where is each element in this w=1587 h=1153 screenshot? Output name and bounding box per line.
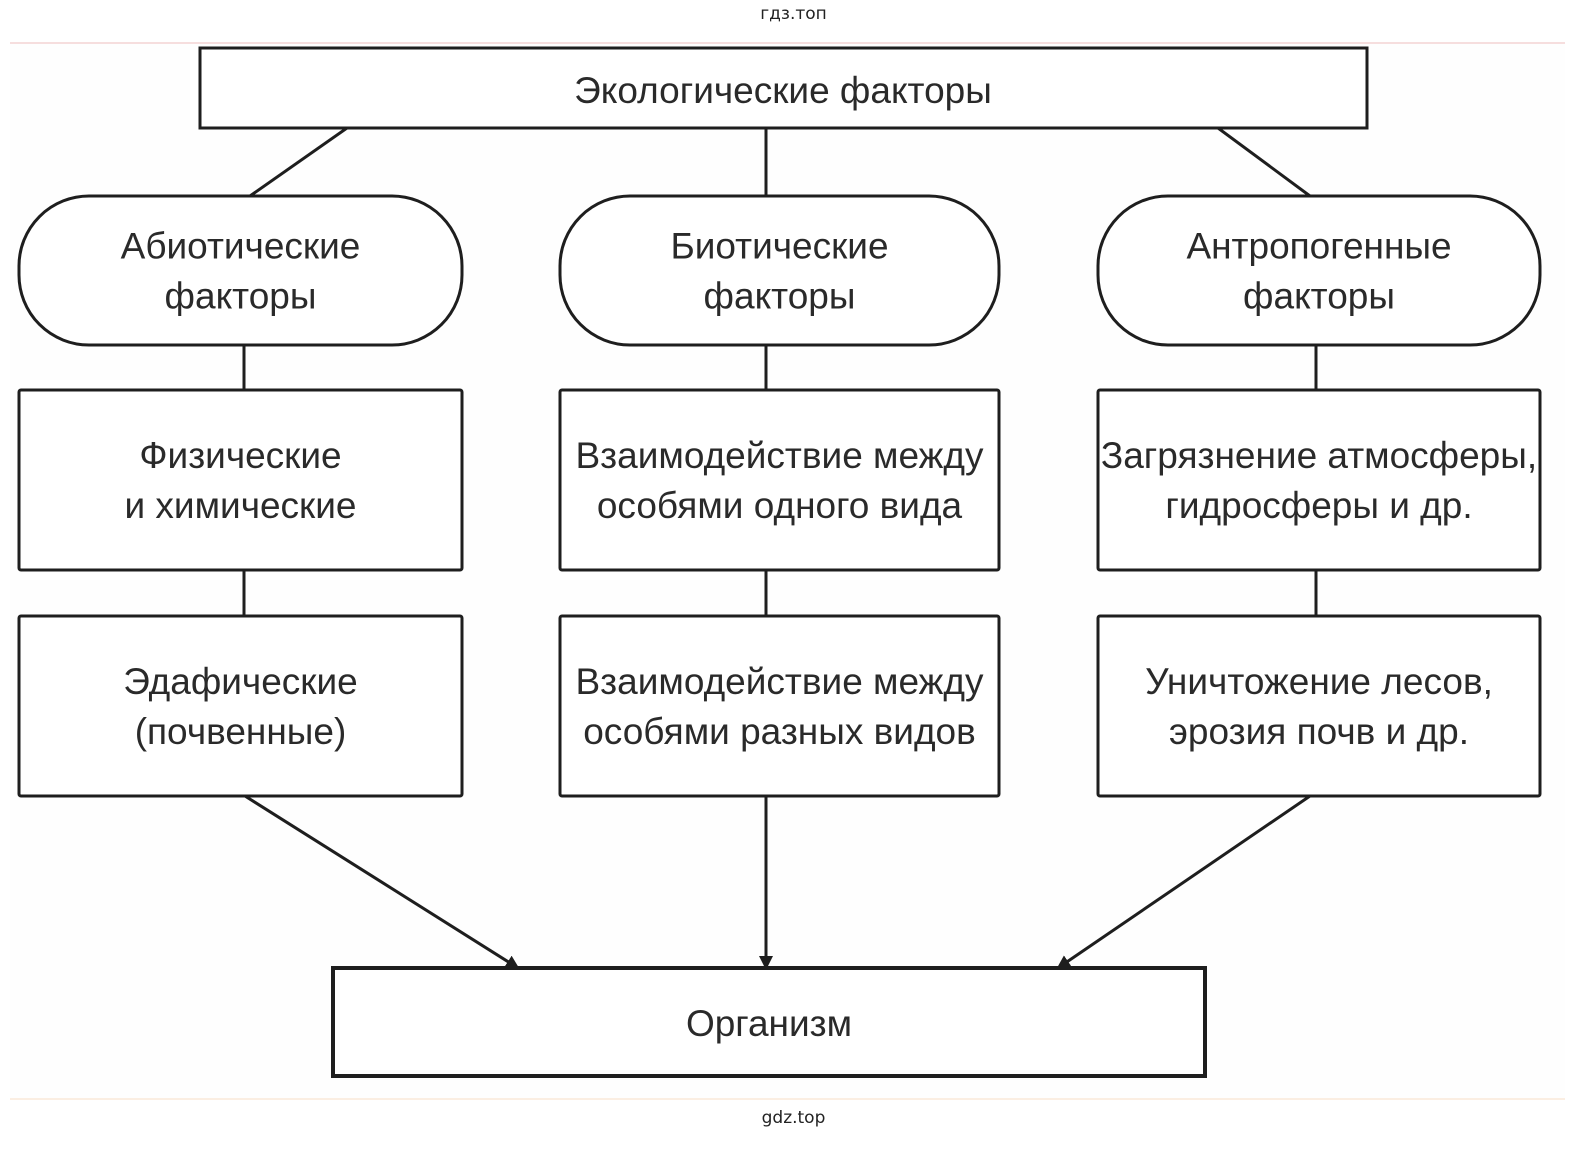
target-node-label: Организм bbox=[686, 1003, 852, 1044]
item-anthropogenic-2-label: Уничтожение лесов, bbox=[1145, 661, 1493, 702]
item-anthropogenic-1-shape bbox=[1096, 388, 1542, 572]
item-abiotic-1-label: Физические bbox=[139, 435, 341, 476]
item-abiotic-2-label: Эдафические bbox=[123, 661, 357, 702]
item-abiotic-2: Эдафические (почвенные) bbox=[17, 614, 464, 798]
item-biotic-1-label: особями одного вида bbox=[597, 485, 963, 526]
item-biotic-2: Взаимодействие между особями разных видов bbox=[558, 614, 1001, 798]
category-abiotic-label: факторы bbox=[165, 276, 317, 317]
target-node: Организм bbox=[331, 966, 1207, 1078]
item-biotic-1-shape bbox=[558, 388, 1001, 572]
category-anthropogenic: Антропогенные факторы bbox=[1096, 194, 1542, 347]
category-anthropogenic-label: Антропогенные bbox=[1186, 226, 1451, 267]
category-biotic-shape bbox=[558, 194, 1001, 347]
category-abiotic: Абиотические факторы bbox=[17, 194, 464, 347]
item-anthropogenic-1: Загрязнение атмосферы, гидросферы и др. bbox=[1096, 388, 1542, 572]
item-abiotic-2-label: (почвенные) bbox=[135, 711, 347, 752]
category-anthropogenic-label: факторы bbox=[1243, 276, 1395, 317]
watermark-bottom: gdz.top bbox=[761, 1108, 826, 1128]
item-abiotic-1-shape bbox=[17, 388, 464, 572]
root-node-shape bbox=[198, 46, 1369, 130]
item-anthropogenic-2-label: эрозия почв и др. bbox=[1169, 711, 1469, 752]
item-anthropogenic-2-shape bbox=[1096, 614, 1542, 798]
category-biotic-label: факторы bbox=[704, 276, 856, 317]
item-anthropogenic-1-label: Загрязнение атмосферы, bbox=[1101, 435, 1537, 476]
arrow-abiotic-to-organism bbox=[244, 794, 520, 970]
connector-root-to-anthropogenic bbox=[1217, 126, 1311, 198]
item-abiotic-1: Физические и химические bbox=[17, 388, 464, 572]
target-node-shape bbox=[331, 966, 1207, 1078]
category-abiotic-label: Абиотические bbox=[121, 226, 361, 267]
watermark-top: гдз.топ bbox=[760, 4, 827, 24]
category-anthropogenic-shape bbox=[1096, 194, 1542, 347]
item-biotic-1-label: Взаимодействие между bbox=[576, 435, 984, 476]
item-biotic-2-label: Взаимодействие между bbox=[576, 661, 984, 702]
root-node: Экологические факторы bbox=[198, 46, 1369, 130]
item-anthropogenic-2: Уничтожение лесов, эрозия почв и др. bbox=[1096, 614, 1542, 798]
item-biotic-2-shape bbox=[558, 614, 1001, 798]
item-biotic-2-label: особями разных видов bbox=[583, 711, 976, 752]
item-biotic-1: Взаимодействие между особями одного вида bbox=[558, 388, 1001, 572]
category-abiotic-shape bbox=[17, 194, 464, 347]
category-biotic-label: Биотические bbox=[670, 226, 888, 267]
item-abiotic-1-label: и химические bbox=[124, 485, 356, 526]
arrow-anthropogenic-to-organism bbox=[1056, 794, 1311, 970]
connector-root-to-abiotic bbox=[249, 126, 348, 198]
item-anthropogenic-1-label: гидросферы и др. bbox=[1165, 485, 1472, 526]
root-node-label: Экологические факторы bbox=[574, 70, 992, 111]
item-abiotic-2-shape bbox=[17, 614, 464, 798]
category-biotic: Биотические факторы bbox=[558, 194, 1001, 347]
